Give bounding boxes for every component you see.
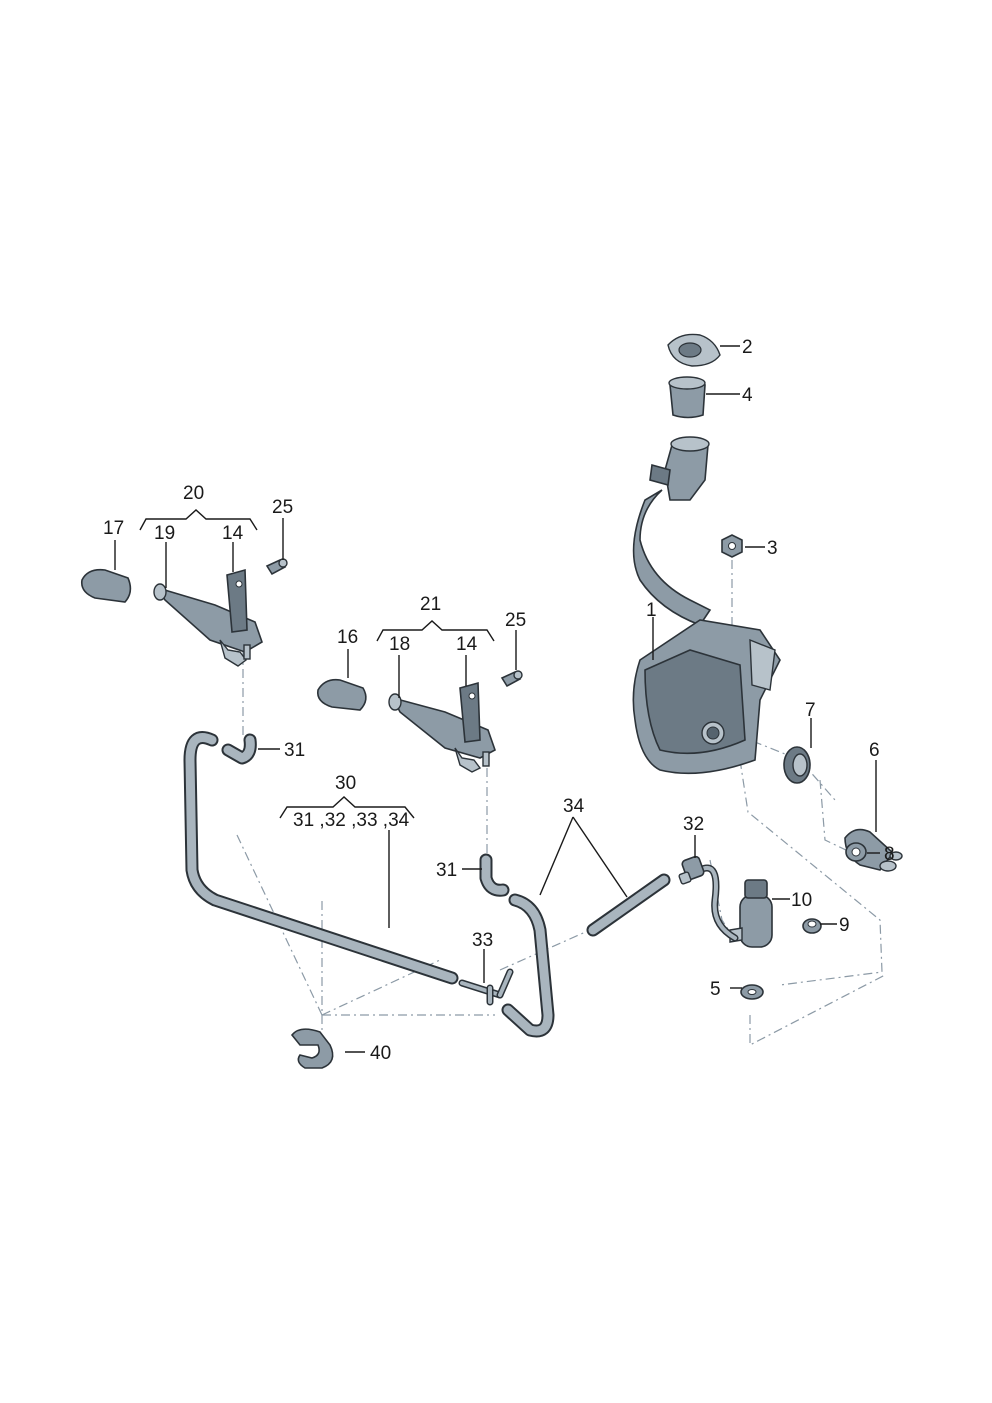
brace-20 <box>139 509 258 531</box>
label-14-left: 14 <box>222 523 244 544</box>
label-19: 19 <box>154 523 175 544</box>
part-40-clip <box>290 1028 334 1069</box>
part-8-seal <box>845 842 867 862</box>
label-6: 6 <box>869 740 880 761</box>
part-7-grommet <box>783 746 811 784</box>
label-32: 32 <box>683 814 704 835</box>
label-7: 7 <box>805 700 816 721</box>
part-34-hose-straight <box>586 873 671 937</box>
part-31-elbow-right <box>479 853 510 897</box>
label-30-sub: 31 ,32 ,33 ,34 <box>293 810 410 831</box>
part-21-nozzle-assembly-right <box>388 670 523 773</box>
part-33-t-piece <box>458 968 514 1006</box>
callout-labels: 1 2 3 4 5 6 7 8 9 10 14 14 16 17 18 19 2… <box>103 337 895 1064</box>
label-4: 4 <box>742 385 753 406</box>
part-20-nozzle-assembly-left <box>153 558 288 667</box>
label-20: 20 <box>183 483 204 504</box>
part-32-connector <box>678 855 739 942</box>
brace-21 <box>376 620 495 642</box>
label-8: 8 <box>884 844 895 865</box>
label-3: 3 <box>767 538 778 559</box>
part-30-hose <box>183 731 459 985</box>
label-31-right: 31 <box>436 860 457 881</box>
label-31-left: 31 <box>284 740 305 761</box>
part-31-elbow-left <box>221 733 257 765</box>
label-33: 33 <box>472 930 493 951</box>
part-3-nut <box>721 534 743 558</box>
label-16: 16 <box>337 627 358 648</box>
brace-30 <box>279 796 415 819</box>
leader-lines <box>114 345 880 1053</box>
part-5-washer <box>740 984 764 1000</box>
part-1-reservoir <box>632 436 781 775</box>
label-17: 17 <box>103 518 124 539</box>
label-30: 30 <box>335 773 356 794</box>
label-25-right: 25 <box>505 610 526 631</box>
part-16-cap <box>316 678 367 711</box>
label-5: 5 <box>710 979 721 1000</box>
part-34-hose-bent <box>501 893 555 1038</box>
label-9: 9 <box>839 915 850 936</box>
label-34: 34 <box>563 796 585 817</box>
part-17-cap <box>80 568 132 603</box>
label-25-left: 25 <box>272 497 293 518</box>
label-2: 2 <box>742 337 753 358</box>
label-18: 18 <box>389 634 410 655</box>
label-10: 10 <box>791 890 812 911</box>
assembly-lines <box>236 560 886 1046</box>
part-2-cap <box>667 333 721 367</box>
label-14-right: 14 <box>456 634 478 655</box>
label-21: 21 <box>420 594 441 615</box>
label-40: 40 <box>370 1043 391 1064</box>
label-1: 1 <box>646 600 657 621</box>
part-4-strainer <box>668 376 706 419</box>
part-9-grommet <box>802 918 822 934</box>
